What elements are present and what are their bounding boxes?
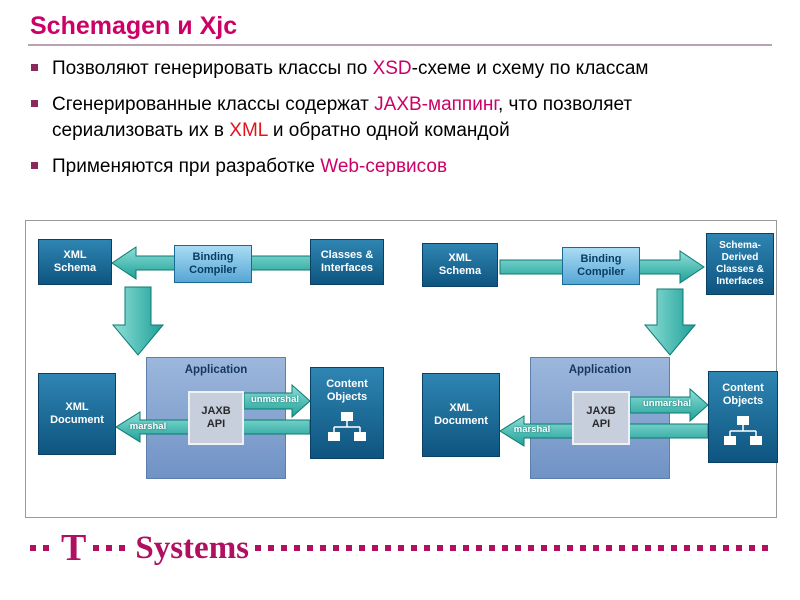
unmarshal-arrow xyxy=(243,383,311,419)
text-segment: Применяются при разработке xyxy=(52,156,321,178)
highlight-web-services: Web-сервисов xyxy=(320,156,448,178)
content-tree-icon xyxy=(328,411,366,441)
content-tree-icon xyxy=(724,415,762,445)
logo-t: T xyxy=(61,527,87,569)
jaxb-api-box: JAXB API xyxy=(572,391,630,445)
schema-derived-classes-box: Schema-Derived Classes & Interfaces xyxy=(706,233,774,295)
unmarshal-arrow xyxy=(629,387,709,423)
content-objects-box: Content Objects xyxy=(310,367,384,459)
application-label: Application xyxy=(568,364,632,376)
schema-to-app-arrow xyxy=(111,286,165,356)
classes-interfaces-box: Classes & Interfaces xyxy=(310,239,384,285)
bullet-marker xyxy=(31,162,38,170)
application-label: Application xyxy=(184,364,248,376)
logo-dots xyxy=(30,545,54,551)
xml-schema-box: XML Schema xyxy=(422,243,498,287)
marshal-label: marshal xyxy=(513,424,551,435)
bullet-marker xyxy=(31,100,38,108)
xml-document-box: XML Document xyxy=(38,373,116,455)
schema-to-app-arrow xyxy=(643,288,697,356)
marshal-label: marshal xyxy=(129,421,167,432)
content-objects-label: Content Objects xyxy=(722,382,764,407)
content-objects-label: Content Objects xyxy=(326,378,368,403)
diagram-arrows xyxy=(111,246,709,447)
jaxb-api-box: JAXB API xyxy=(188,391,244,445)
highlight-xml: XML xyxy=(229,119,268,141)
binding-compiler-box: Binding Compiler xyxy=(562,247,640,285)
logo-dots xyxy=(255,545,770,551)
binding-compiler-box: Binding Compiler xyxy=(174,245,252,283)
t-systems-logo: T Systems xyxy=(30,527,770,569)
logo-systems: Systems xyxy=(135,529,250,566)
highlight-xsd: XSD xyxy=(372,58,412,79)
diagram-panel: Application XML Schema Binding Compiler … xyxy=(25,220,778,518)
page-title: Schemagen и Xjc xyxy=(30,12,238,40)
bullet-marker xyxy=(31,64,38,71)
bullet-item: Применяются при разработке Web-сервисов xyxy=(30,154,765,179)
unmarshal-label: unmarshal xyxy=(642,398,692,409)
text-segment: и обратно одной командой xyxy=(267,119,510,141)
xml-schema-box: XML Schema xyxy=(38,239,112,285)
bullet-item: Сгенерированные классы содержат JAXB-мап… xyxy=(30,92,765,143)
text-segment: , что позволяет сериализовать их в xyxy=(52,94,633,141)
text-segment: -схеме и схему по классам xyxy=(411,58,649,79)
logo-dots xyxy=(93,545,130,551)
text-segment: Сгенерированные классы содержат xyxy=(52,94,375,116)
bullet-item: Позволяют генерировать классы по XSD-схе… xyxy=(30,56,765,81)
content-objects-box: Content Objects xyxy=(708,371,778,463)
text-segment: Позволяют генерировать классы по xyxy=(52,58,373,79)
unmarshal-label: unmarshal xyxy=(250,394,300,405)
xml-document-box: XML Document xyxy=(422,373,500,457)
title-underline xyxy=(28,44,772,46)
highlight-jaxb-mapping: JAXB-маппинг xyxy=(374,94,498,116)
bullet-list: Позволяют генерировать классы по XSD-схе… xyxy=(30,56,765,191)
